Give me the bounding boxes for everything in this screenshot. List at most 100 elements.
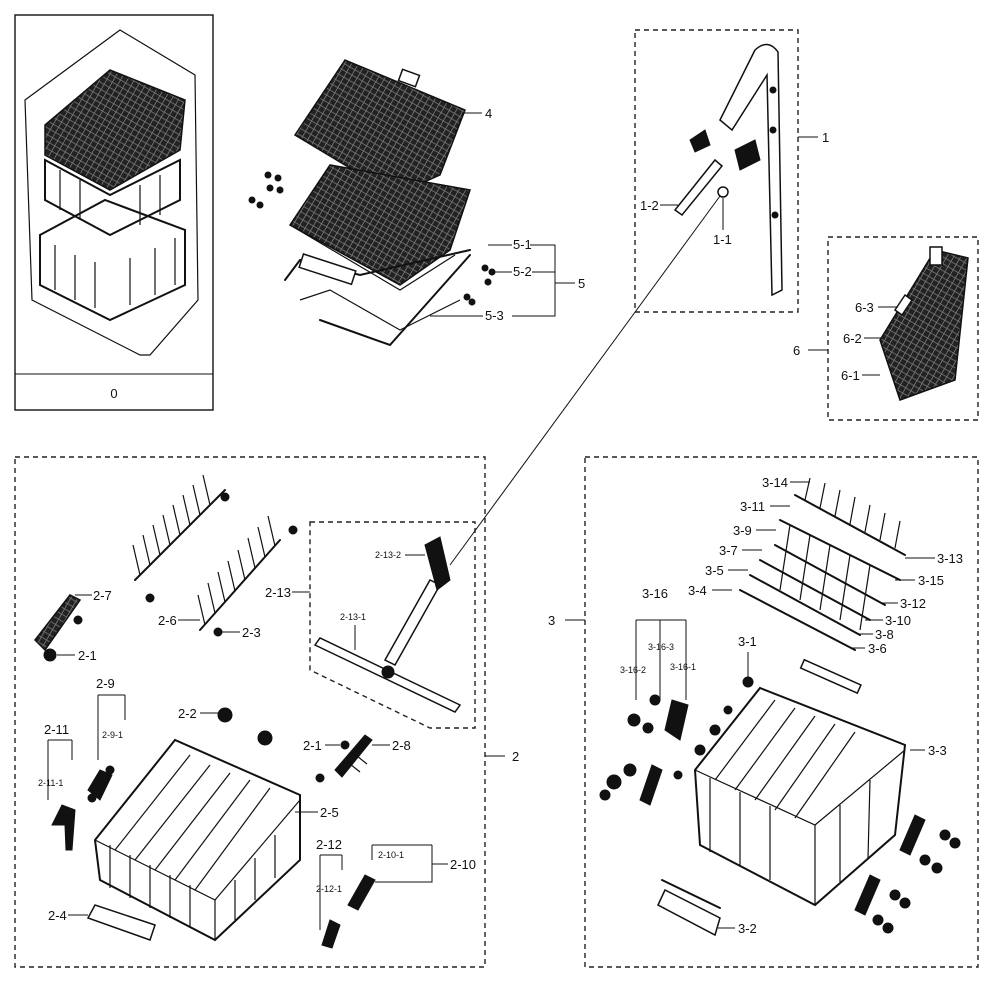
label-3: 3 — [548, 613, 555, 628]
label-2-13-1: 2-13-1 — [340, 612, 366, 622]
label-1: 1 — [822, 130, 829, 145]
label-5: 5 — [578, 276, 585, 291]
label-2-10-1: 2-10-1 — [378, 850, 404, 860]
spray-arm-coupler-icon — [424, 536, 451, 591]
label-3-16-3: 3-16-3 — [648, 642, 674, 652]
spray-arm-feed-tube — [383, 579, 442, 666]
label-2-11: 2-11 — [44, 722, 69, 737]
label-6-3: 6-3 — [855, 300, 874, 315]
clip-5-2-icon — [484, 278, 492, 286]
clip-5-1-icon — [481, 264, 489, 272]
label-1-2: 1-2 — [640, 198, 659, 213]
label-2-8: 2-8 — [392, 738, 411, 753]
connector-icon — [734, 139, 761, 171]
assembly-overview-box: 0 — [14, 14, 214, 411]
label-2-1b: 2-1 — [303, 738, 322, 753]
label-0: 0 — [110, 386, 117, 401]
upper-tine-rows — [739, 477, 906, 651]
washer-1-1-icon — [717, 186, 729, 198]
tine-row-upper — [132, 474, 230, 603]
label-3-1: 3-1 — [738, 634, 757, 649]
part-3-box: 3 3-14 3-11 3-9 3-7 3-5 3-4 3-13 3-15 3-… — [548, 456, 979, 968]
roller-2-1-icon — [43, 648, 57, 662]
label-3-7: 3-7 — [719, 543, 738, 558]
label-4: 4 — [485, 106, 492, 121]
label-3-12: 3-12 — [900, 596, 926, 611]
rack-rail-top — [799, 658, 862, 695]
label-2-6: 2-6 — [158, 613, 177, 628]
overview-lower-rack — [39, 198, 186, 322]
label-5-2: 5-2 — [513, 264, 532, 279]
part-6-frame — [827, 236, 979, 421]
label-3-16-1: 3-16-1 — [670, 662, 696, 672]
label-2-7: 2-7 — [93, 588, 112, 603]
part-1-box: 1-2 1-1 1 — [634, 29, 829, 313]
label-2-9: 2-9 — [96, 676, 115, 691]
label-2-11-1: 2-11-1 — [38, 778, 63, 788]
side-clip-2-7 — [34, 594, 82, 652]
nozzle-1-2 — [673, 158, 724, 217]
label-3-13: 3-13 — [937, 551, 963, 566]
label-2-13-2: 2-13-2 — [375, 550, 401, 560]
label-3-14: 3-14 — [762, 475, 788, 490]
label-3-11: 3-11 — [740, 499, 765, 514]
upper-rack-3-3 — [693, 658, 907, 907]
part-6-box: 6-3 6-2 6-1 6 — [793, 236, 979, 421]
label-3-16: 3-16 — [642, 586, 668, 601]
label-6-1: 6-1 — [841, 368, 860, 383]
label-2-10: 2-10 — [450, 857, 476, 872]
adjuster-3-16-icon — [664, 699, 689, 741]
label-2-13: 2-13 — [265, 585, 291, 600]
clip-2-12-icon — [321, 919, 341, 949]
label-3-4: 3-4 — [688, 583, 707, 598]
part-3-frame — [584, 456, 979, 968]
supply-pipe — [719, 43, 783, 297]
label-2-2: 2-2 — [178, 706, 197, 721]
wheel-2-2-icon — [217, 707, 233, 723]
label-2-5: 2-5 — [320, 805, 339, 820]
tray-handle-icon — [397, 68, 421, 88]
part-5-group: 5-1 5-2 5-3 5 — [248, 164, 585, 347]
part-2-13-frame — [309, 521, 476, 729]
label-2-12: 2-12 — [316, 837, 342, 852]
label-2-9-1: 2-9-1 — [102, 730, 123, 740]
label-2-3: 2-3 — [242, 625, 261, 640]
rack-handle-3-2 — [657, 888, 721, 937]
overview-frame — [14, 14, 214, 411]
basket-lid-icon — [893, 293, 914, 317]
rack-handle-2-4 — [86, 904, 156, 941]
rail-bracket — [298, 253, 357, 286]
label-3-2: 3-2 — [738, 921, 757, 936]
label-3-9: 3-9 — [733, 523, 752, 538]
overview-upper-rack — [44, 158, 181, 237]
label-3-6: 3-6 — [868, 641, 887, 656]
part-2-frame — [14, 456, 486, 968]
nozzle-1-icon — [689, 129, 711, 153]
label-3-10: 3-10 — [885, 613, 911, 628]
clip-2-11-icon — [51, 804, 76, 851]
label-2-12-1: 2-12-1 — [316, 884, 342, 894]
lower-rack-2-5 — [93, 738, 301, 942]
part-2-box: 2 2-6 2-3 2-7 2-1 2-9 2- — [14, 456, 519, 968]
label-6: 6 — [793, 343, 800, 358]
label-5-3: 5-3 — [485, 308, 504, 323]
part-2-13-box: 2-13-2 2-13-1 2-13 — [265, 521, 476, 729]
cutlery-tray — [288, 164, 471, 286]
part-4-group: 4 — [293, 59, 492, 196]
tine-clip-2-8 — [334, 734, 373, 778]
tub-outline — [24, 29, 199, 356]
overview-upper-tray — [44, 69, 186, 191]
tine-row-lower — [197, 515, 298, 637]
label-1-1: 1-1 — [713, 232, 732, 247]
label-2: 2 — [512, 749, 519, 764]
connector-leader — [449, 195, 721, 566]
label-3-16-2: 3-16-2 — [620, 665, 646, 675]
basket-handle-icon — [929, 246, 943, 266]
label-6-2: 6-2 — [843, 331, 862, 346]
stopper-3-1-icon — [742, 676, 754, 688]
clip-2-10-icon — [347, 874, 376, 911]
silverware-basket — [879, 249, 969, 401]
label-3-15: 3-15 — [918, 573, 944, 588]
label-3-3: 3-3 — [928, 743, 947, 758]
